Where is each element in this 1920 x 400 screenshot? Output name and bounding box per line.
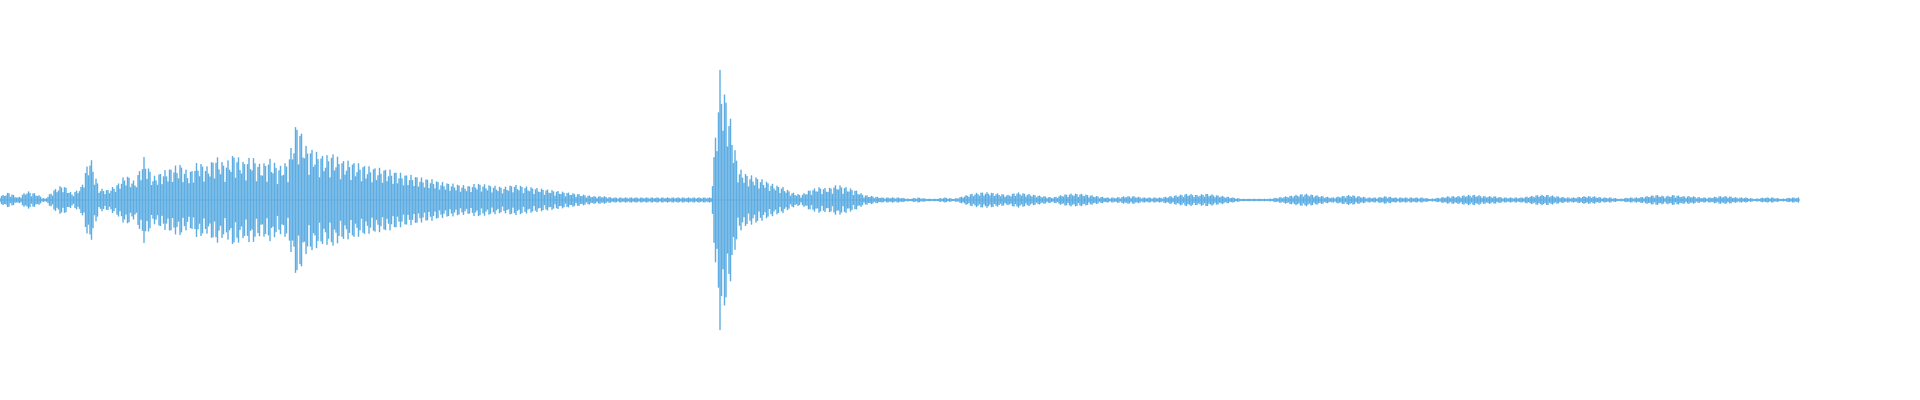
waveform-peaks — [0, 70, 1800, 330]
